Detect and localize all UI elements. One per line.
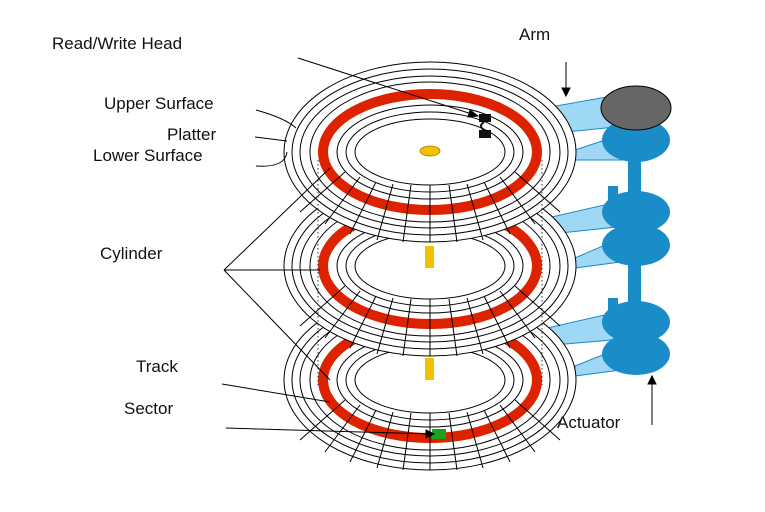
actuator-knob [602,333,670,375]
actuator-tab [608,186,618,204]
label-track: Track [136,357,178,376]
leader-lines [221,57,657,439]
sector-highlight [432,429,446,439]
actuator-knob [602,224,670,266]
actuator-top-cap [600,85,672,131]
spindle [425,246,434,268]
label-actuator: Actuator [557,413,621,432]
label-cylinder: Cylinder [100,244,163,263]
cylinder-lines [317,160,543,385]
actuator-assembly [487,85,672,377]
platter-1 [283,61,577,243]
label-sector: Sector [124,399,173,418]
label-read-write-head: Read/Write Head [52,34,182,53]
label-lower-surface: Lower Surface [93,146,203,165]
read-write-head [479,114,491,138]
label-platter: Platter [167,125,216,144]
spindle-top [419,145,441,157]
actuator-knob [602,301,670,343]
label-upper-surface: Upper Surface [104,94,214,113]
spindle [425,358,434,380]
actuator-knob [602,118,670,162]
label-arm: Arm [519,25,550,44]
actuator-knob [602,191,670,233]
